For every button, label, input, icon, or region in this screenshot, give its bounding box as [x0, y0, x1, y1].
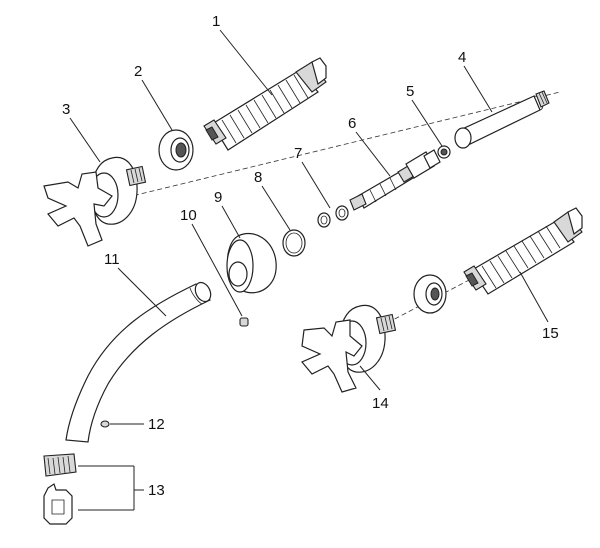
callout-14: 14 [372, 395, 389, 412]
callout-7: 7 [294, 145, 302, 162]
curved-spout-part-11 [65, 281, 212, 443]
set-screw-part-10 [239, 317, 249, 327]
callout-8: 8 [254, 169, 262, 186]
callout-1: 1 [212, 13, 220, 30]
cross-handle-part-14 [301, 304, 397, 393]
rings-part-7 [317, 205, 349, 228]
callout-5: 5 [406, 83, 414, 100]
callout-6: 6 [348, 115, 356, 132]
callout-15: 15 [542, 325, 559, 342]
spindle-part-6 [349, 149, 441, 211]
callout-2: 2 [134, 63, 142, 80]
callout-3: 3 [62, 101, 70, 118]
washer-lower [413, 274, 447, 314]
callout-13: 13 [148, 482, 165, 499]
extension-sleeve-part-4 [454, 90, 550, 149]
callout-11: 11 [104, 251, 120, 268]
callout-9: 9 [214, 189, 222, 206]
callout-10: 10 [180, 207, 197, 224]
washer-part-2 [158, 129, 194, 171]
o-ring-part-8 [282, 229, 306, 257]
aerator-screw-part-12 [100, 420, 110, 428]
cartridge-part-1 [203, 57, 327, 151]
callout-12: 12 [148, 416, 165, 433]
callout-4: 4 [458, 49, 466, 66]
cross-handle-part-3 [43, 156, 147, 247]
cartridge-part-15 [463, 207, 583, 295]
spout-cap-part-9 [226, 232, 277, 294]
o-ring-part-5 [437, 145, 451, 159]
leader-lines [69, 29, 549, 511]
aerator-part-13 [43, 453, 77, 525]
